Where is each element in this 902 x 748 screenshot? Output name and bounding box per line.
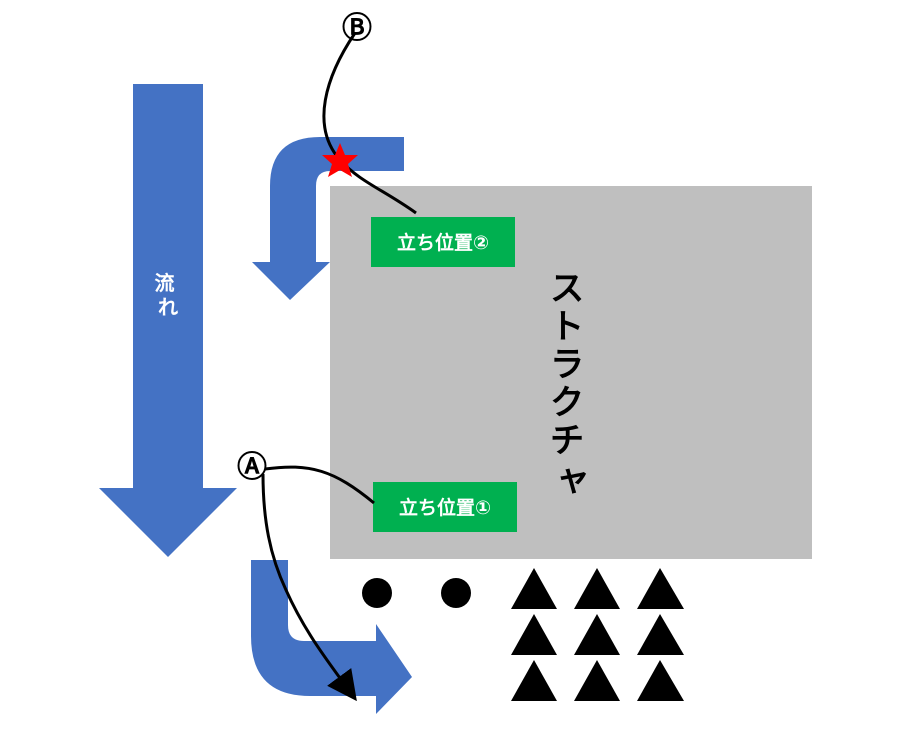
position-1-box [373, 482, 517, 532]
upper-curved-arrow [252, 137, 404, 300]
flow-label-char-1: 流 [155, 271, 175, 295]
triangle-r2-c1 [511, 614, 557, 655]
bait-circle-1 [362, 578, 392, 608]
lower-curved-arrow [251, 560, 412, 714]
position-2-label: 立ち位置② [397, 231, 489, 254]
structure-char-2: ト [550, 307, 584, 347]
triangle-r1-c3 [637, 568, 684, 609]
triangle-r1-c1 [511, 568, 557, 609]
marker-a-connector-to-position-1 [264, 465, 375, 505]
structure-char-5: チ [550, 421, 584, 461]
structure-label: ス ト ラ ク チ ャ [550, 269, 596, 499]
position-2-box [371, 217, 515, 267]
bait-circle-2 [441, 578, 471, 608]
flow-label-char-2: れ [158, 295, 178, 319]
structure-char-3: ラ [550, 345, 584, 385]
flow-down-arrow [99, 84, 237, 557]
triangle-r3-c2 [574, 660, 620, 701]
triangle-r1-c2 [574, 568, 620, 609]
structure-char-1: ス [550, 269, 584, 309]
triangle-r2-c3 [637, 614, 684, 655]
triangle-r2-c2 [574, 614, 620, 655]
marker-b-label: Ⓑ [342, 11, 372, 46]
position-1-label: 立ち位置① [399, 496, 491, 519]
triangle-r3-c3 [637, 660, 684, 701]
triangle-r3-c1 [511, 660, 557, 701]
flow-label: 流 れ [155, 271, 182, 319]
structure-char-6: ャ [556, 459, 590, 499]
structure-char-4: ク [550, 383, 584, 423]
red-star [322, 143, 358, 177]
marker-a-route-line [261, 473, 357, 702]
